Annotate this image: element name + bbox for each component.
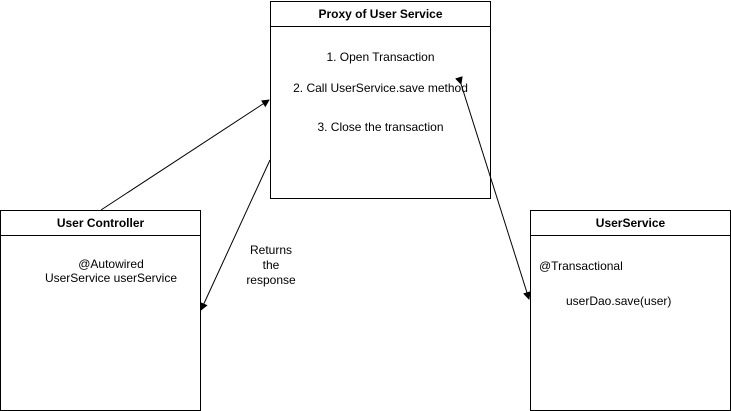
edge-proxy-to-controller (200, 159, 271, 311)
proxy-title: Proxy of User Service (271, 2, 490, 27)
controller-annotation: @Autowired (78, 257, 144, 271)
proxy-box: Proxy of User Service 1. Open Transactio… (270, 1, 491, 199)
service-title: UserService (531, 211, 730, 236)
controller-field: UserService userService (44, 271, 178, 285)
returns-label-line-3: response (246, 273, 296, 287)
proxy-step-2: 2. Call UserService.save method (293, 81, 468, 95)
controller-box: User Controller @Autowired UserService u… (0, 210, 201, 411)
edge-controller-to-proxy (100, 99, 270, 211)
proxy-step-3: 3. Close the transaction (317, 120, 444, 134)
controller-title: User Controller (1, 211, 200, 236)
service-call: userDao.save(user) (566, 294, 672, 308)
returns-label-line-1: Returns (249, 243, 293, 257)
returns-label-line-2: the (262, 258, 280, 272)
proxy-step-1: 1. Open Transaction (326, 50, 435, 64)
service-annotation: @Transactional (539, 259, 623, 273)
edge-proxy-service-bidirectional (455, 76, 531, 300)
